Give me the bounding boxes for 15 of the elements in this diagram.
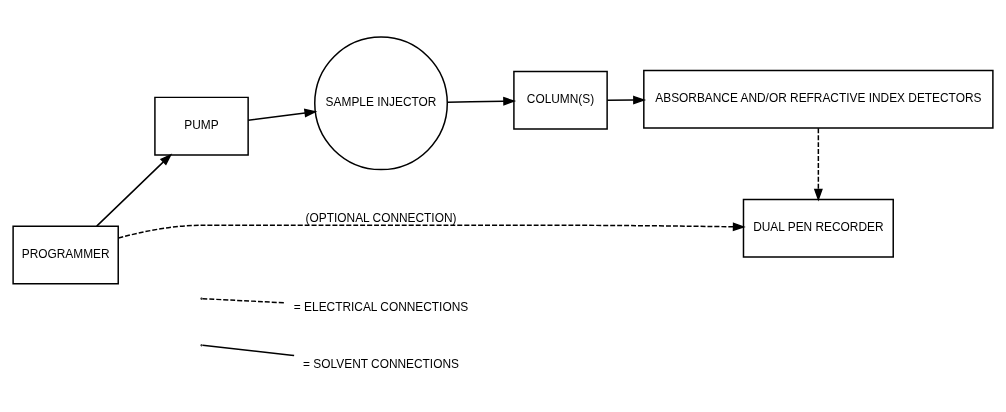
arrow: [446, 96, 517, 106]
legend-label: = SOLVENT CONNECTIONS: [303, 356, 459, 371]
arrow: [813, 127, 823, 202]
arrow: [117, 221, 746, 239]
arrow: [606, 95, 647, 105]
edge-label: (OPTIONAL CONNECTION): [305, 210, 457, 225]
node-box: PUMP: [154, 96, 249, 156]
arrow: [95, 152, 173, 227]
node-circle: SAMPLE INJECTOR: [314, 35, 449, 170]
legend-label: = ELECTRICAL CONNECTIONS: [293, 299, 469, 314]
node-box: ABSORBANCE AND/OR REFRACTIVE INDEX DETECTORS: [643, 69, 994, 129]
node-box: COLUMN(S): [513, 70, 608, 130]
node-box: DUAL PEN RECORDER: [742, 198, 894, 258]
arrow: [247, 108, 318, 121]
node-box: PROGRAMMER: [12, 225, 119, 285]
